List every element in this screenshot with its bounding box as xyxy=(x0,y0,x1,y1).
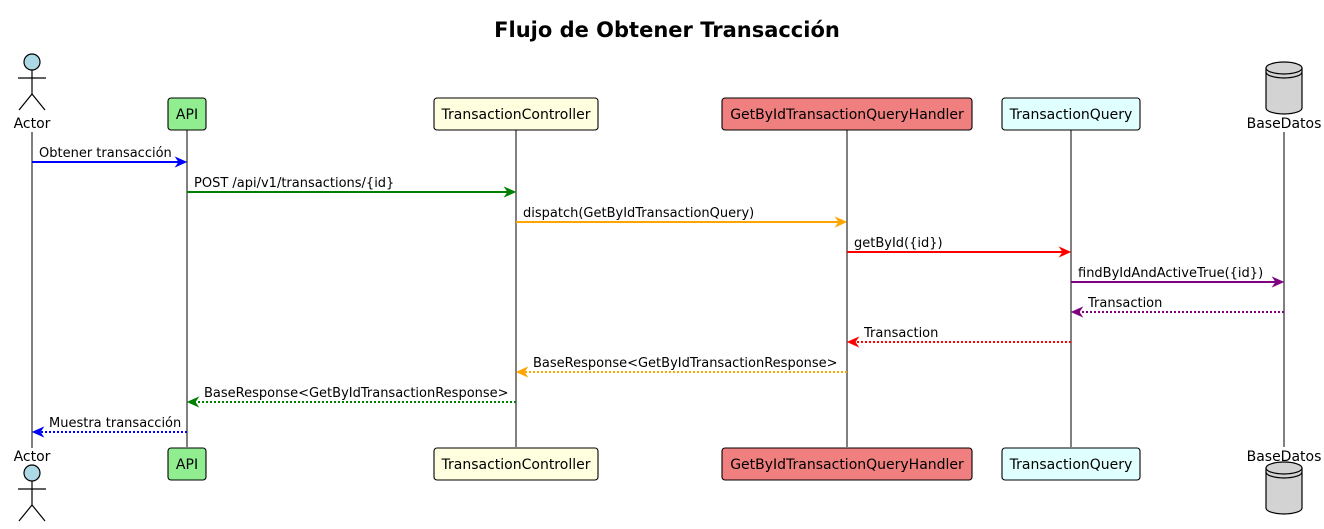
participant-label: Actor xyxy=(14,116,51,132)
message-label: Transaction xyxy=(1087,296,1162,311)
actor-bottom: Actor xyxy=(14,449,51,522)
database-icon xyxy=(1265,461,1303,515)
participant-label: Actor xyxy=(14,449,51,465)
diagram-title: Flujo de Obtener Transacción xyxy=(494,18,840,42)
database-top: BaseDatos xyxy=(1247,61,1322,132)
arrowhead xyxy=(1070,306,1084,318)
message-8: BaseResponse<GetByIdTransactionResponse> xyxy=(515,356,847,378)
participant-controller-top: TransactionController xyxy=(433,97,599,131)
message-9: BaseResponse<GetByIdTransactionResponse> xyxy=(186,386,516,408)
participant-label: TransactionQuery xyxy=(1009,107,1133,123)
participant-label: TransactionController xyxy=(441,457,591,473)
arrowhead xyxy=(503,186,517,198)
participant-label: TransactionQuery xyxy=(1009,457,1133,473)
message-1: Obtener transacción xyxy=(32,146,188,168)
arrowhead xyxy=(1058,246,1072,258)
participant-query-top: TransactionQuery xyxy=(1001,97,1141,131)
participant-api-bottom: API xyxy=(167,447,207,481)
database-bottom: BaseDatos xyxy=(1247,449,1322,515)
message-label: getById({id}) xyxy=(854,236,943,251)
message-label: Obtener transacción xyxy=(39,146,172,161)
message-4: getById({id}) xyxy=(847,236,1072,258)
actor-top: Actor xyxy=(14,53,51,132)
participant-api-top: API xyxy=(167,97,207,131)
message-5: findByIdAndActiveTrue({id}) xyxy=(1071,266,1285,288)
participant-handler-top: GetByIdTransactionQueryHandler xyxy=(721,97,973,131)
arrowhead xyxy=(846,336,860,348)
participant-controller-bottom: TransactionController xyxy=(433,447,599,481)
participant-label: API xyxy=(176,107,198,123)
actor-icon xyxy=(18,464,46,522)
arrowhead xyxy=(174,156,188,168)
database-icon xyxy=(1265,61,1303,115)
arrowhead xyxy=(186,396,200,408)
message-10: Muestra transacción xyxy=(31,416,187,438)
arrowhead xyxy=(515,366,529,378)
message-label: POST /api/v1/transactions/{id} xyxy=(194,176,394,191)
message-label: BaseResponse<GetByIdTransactionResponse> xyxy=(204,386,509,401)
participant-query-bottom: TransactionQuery xyxy=(1001,447,1141,481)
message-6: Transaction xyxy=(1070,296,1284,318)
participant-label: GetByIdTransactionQueryHandler xyxy=(730,457,964,473)
message-7: Transaction xyxy=(846,326,1071,348)
participant-label: TransactionController xyxy=(441,107,591,123)
actor-icon xyxy=(18,53,46,111)
arrowhead xyxy=(834,216,848,228)
message-2: POST /api/v1/transactions/{id} xyxy=(187,176,517,198)
participant-label: API xyxy=(176,457,198,473)
participant-label: BaseDatos xyxy=(1247,449,1322,465)
arrowhead xyxy=(1271,276,1285,288)
message-label: Muestra transacción xyxy=(49,416,181,431)
arrowhead xyxy=(31,426,45,438)
participant-handler-bottom: GetByIdTransactionQueryHandler xyxy=(721,447,973,481)
message-label: BaseResponse<GetByIdTransactionResponse> xyxy=(533,356,838,371)
participant-label: GetByIdTransactionQueryHandler xyxy=(730,107,964,123)
message-label: findByIdAndActiveTrue({id}) xyxy=(1078,266,1263,281)
message-3: dispatch(GetByIdTransactionQuery) xyxy=(516,206,848,228)
message-label: Transaction xyxy=(863,326,938,341)
message-label: dispatch(GetByIdTransactionQuery) xyxy=(523,206,754,221)
participant-label: BaseDatos xyxy=(1247,116,1322,132)
